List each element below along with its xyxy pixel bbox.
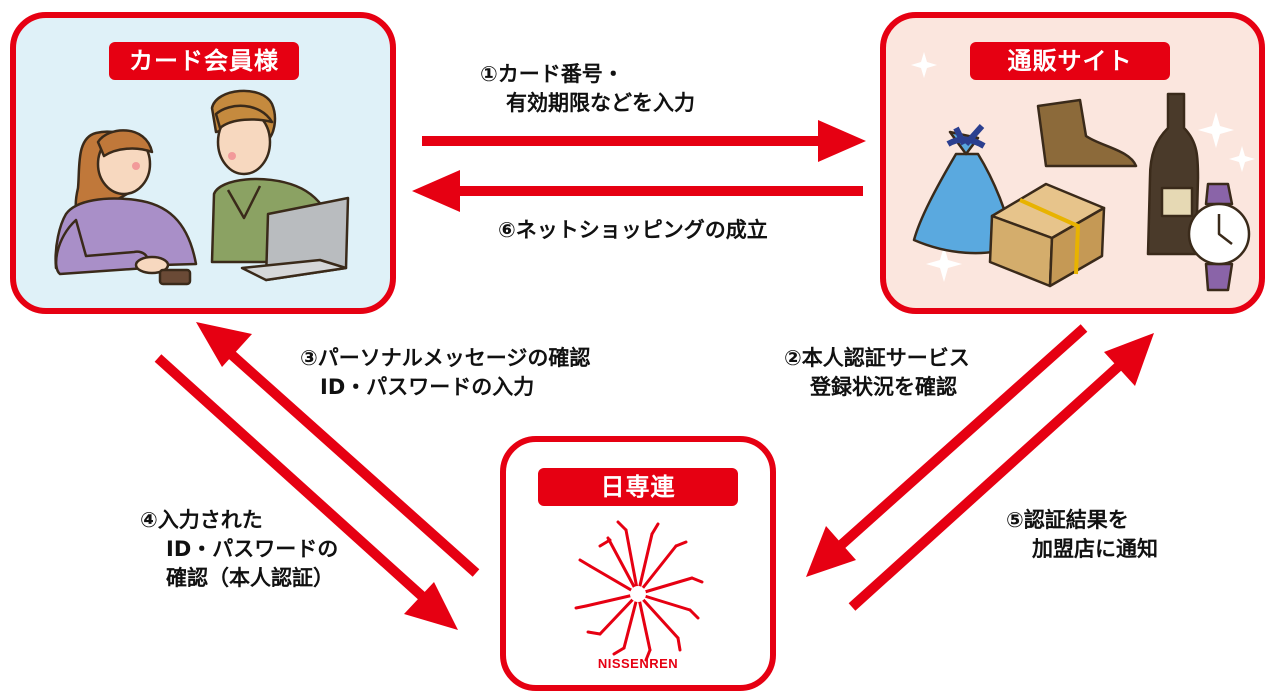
online-shop-panel: 通販サイト — [880, 12, 1265, 314]
arrow-step1 — [422, 120, 866, 162]
step1-label: ①カード番号・ 有効期限などを入力 — [480, 60, 695, 118]
card-member-panel: カード会員様 — [10, 12, 396, 314]
arrow-step6 — [412, 170, 863, 212]
step5-line1: ⑤認証結果を — [1006, 508, 1129, 532]
nissenren-logo-icon — [574, 520, 704, 662]
step4-line1: ④入力された — [140, 508, 263, 532]
step4-line3: 確認（本人認証） — [166, 566, 334, 590]
card-member-label: カード会員様 — [109, 42, 299, 80]
step2-line1: ②本人認証サービス — [784, 346, 970, 370]
step5-label: ⑤認証結果を 加盟店に通知 — [1006, 506, 1158, 564]
step5-line2: 加盟店に通知 — [1032, 537, 1158, 561]
nissenren-logo-text: NISSENREN — [597, 656, 679, 671]
couple-at-laptop-illustration — [54, 89, 350, 286]
nissenren-label: 日専連 — [538, 468, 738, 506]
step1-line1: ①カード番号・ — [480, 62, 624, 86]
arrow-step4 — [154, 354, 458, 630]
step4-label: ④入力された ID・パスワードの 確認（本人認証） — [140, 506, 338, 593]
online-shop-label: 通販サイト — [970, 42, 1170, 80]
step3-line1: ③パーソナルメッセージの確認 — [300, 346, 591, 370]
shopping-goods-illustration — [911, 52, 1255, 292]
step6-label: ⑥ネットショッピングの成立 — [498, 216, 768, 245]
step3-line2: ID・パスワードの入力 — [320, 375, 535, 399]
step6-line1: ⑥ネットショッピングの成立 — [498, 218, 768, 242]
step2-line2: 登録状況を確認 — [810, 375, 957, 399]
step4-line2: ID・パスワードの — [166, 537, 339, 561]
step2-label: ②本人認証サービス 登録状況を確認 — [784, 344, 970, 402]
step3-label: ③パーソナルメッセージの確認 ID・パスワードの入力 — [300, 344, 590, 402]
arrow-step2 — [806, 324, 1088, 577]
arrow-step3 — [196, 322, 480, 577]
nissenren-panel: 日専連 NISSENREN — [500, 436, 776, 691]
arrow-step5 — [848, 333, 1154, 611]
step1-line2: 有効期限などを入力 — [506, 91, 695, 115]
